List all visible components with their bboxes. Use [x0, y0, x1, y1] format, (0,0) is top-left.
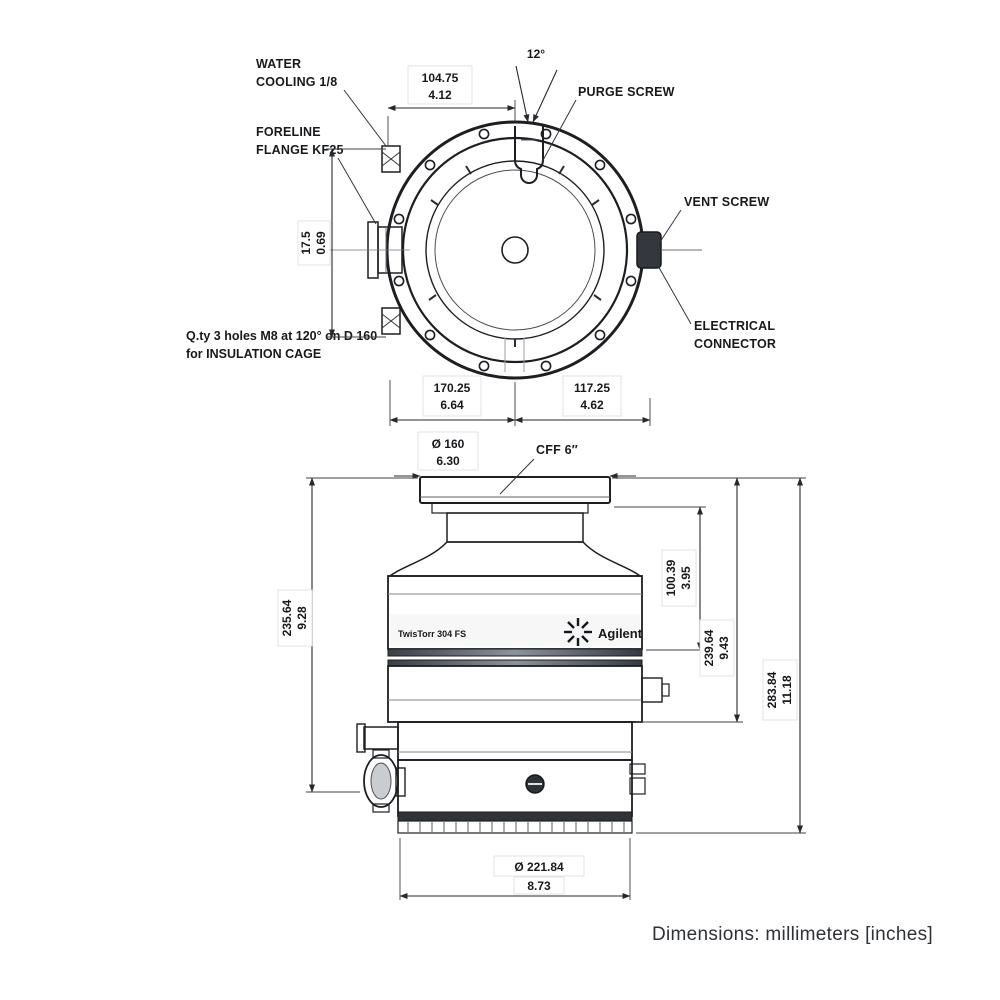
inlet-flange — [419, 476, 611, 504]
holes-note-1: Q.ty 3 holes M8 at 120° on D 160 — [186, 329, 377, 343]
clamp-bottom — [372, 803, 390, 813]
water-leader — [343, 89, 387, 147]
label-band — [390, 614, 640, 646]
side-port-cap — [356, 723, 366, 753]
purge-screw-shape — [514, 126, 544, 184]
shoulder-cone — [387, 541, 643, 577]
dim-flange-in: 6.30 — [436, 454, 460, 468]
dim-bottom-left-mm: 170.25 — [434, 381, 471, 395]
dim-left-mm: 17.5 — [299, 231, 313, 255]
electrical-label-2: CONNECTOR — [694, 337, 776, 351]
dim-right3-mm: 283.84 — [765, 671, 779, 708]
water-cooling-label-2: COOLING 1/8 — [256, 75, 337, 89]
dim-box — [562, 375, 622, 417]
water-cooling-label-1: WATER — [256, 57, 301, 71]
dim-side-left-mm: 235.64 — [280, 599, 294, 636]
base-bolt-right-1 — [629, 763, 646, 775]
water-cooling-fitting — [381, 145, 401, 173]
dim-top-in: 4.12 — [428, 88, 452, 102]
model-label: TwisTorr 304 FS — [398, 629, 466, 639]
side-port — [363, 726, 399, 750]
dim-right1-group: 100.39 3.95 — [661, 549, 697, 607]
base-bolt-right-2 — [629, 777, 646, 795]
neck — [446, 512, 584, 543]
foreline-flange-side — [363, 754, 399, 808]
electrical-label-1: ELECTRICAL — [694, 319, 775, 333]
flange-type-leader — [499, 458, 535, 495]
base-section — [397, 759, 633, 817]
foreline-bore — [370, 762, 392, 800]
dim-bottom-right-mm: 117.25 — [574, 381, 610, 395]
dim-right1-mm: 100.39 — [664, 559, 678, 596]
foreline-label-1: FORELINE — [256, 125, 321, 139]
flange-inner-ring — [401, 136, 629, 364]
angle-line-2 — [532, 69, 558, 123]
dim-box — [407, 65, 473, 105]
vent-screw-shape — [636, 231, 662, 269]
dim-left-in: 0.69 — [314, 231, 328, 255]
side-view: Agilent TwisTorr 304 FS — [277, 431, 806, 900]
bolt-holes — [393, 128, 637, 372]
screen-ticks — [428, 165, 602, 347]
dim-side-left-group: 235.64 9.28 — [277, 589, 313, 647]
angle-line-1 — [515, 65, 530, 123]
dim-base-in: 8.73 — [527, 879, 551, 893]
dim-right3-in: 11.18 — [780, 675, 794, 705]
body-lower — [397, 721, 633, 761]
dim-right2-group: 239.64 9.43 — [699, 619, 735, 677]
purge-leader — [541, 99, 577, 163]
electrical-leader — [656, 263, 692, 325]
electrical-connector-side — [641, 677, 663, 703]
rotor-center — [501, 236, 529, 264]
dim-box — [513, 876, 565, 895]
foreline-label-2: FLANGE KF25 — [256, 143, 344, 157]
dim-bottom-right-in: 4.62 — [580, 398, 604, 412]
foreline-leader — [337, 157, 377, 225]
dim-box — [422, 375, 482, 417]
dim-side-left-in: 9.28 — [295, 606, 309, 630]
holes-note-2: for INSULATION CAGE — [186, 347, 321, 361]
dim-flange-mm: Ø 160 — [432, 437, 465, 451]
clamp-top — [372, 749, 390, 759]
body-mid — [387, 665, 643, 723]
brand-wordmark: Agilent — [598, 626, 643, 641]
dim-right3-group: 283.84 11.18 — [762, 659, 798, 721]
serrations — [407, 822, 625, 832]
inlet-screen-circle — [434, 169, 596, 331]
units-caption: Dimensions: millimeters [inches] — [652, 924, 933, 945]
dim-box — [493, 855, 585, 877]
vent-screw-label: VENT SCREW — [684, 195, 769, 209]
foreline-stub-side — [395, 767, 406, 797]
dim-base-mm: Ø 221.84 — [514, 860, 564, 874]
flange-type-label: CFF 6″ — [536, 443, 578, 457]
lower-left-fitting — [381, 307, 401, 335]
bottom-dark-ring — [397, 811, 633, 822]
dim-right1-in: 3.95 — [679, 566, 693, 590]
flange-underside — [431, 502, 589, 514]
dim-box — [417, 431, 479, 471]
dim-top-mm: 104.75 — [422, 71, 459, 85]
dim-right2-mm: 239.64 — [702, 629, 716, 666]
dim-bottom-left-in: 6.64 — [440, 398, 464, 412]
dim-left-group: 17.5 0.69 — [297, 220, 331, 266]
angle-label: 12° — [527, 47, 545, 61]
top-view: 104.75 4.12 12° WATER COOLING 1/8 FORELI… — [186, 47, 776, 426]
dark-band-2 — [387, 659, 643, 667]
dim-right2-in: 9.43 — [717, 636, 731, 660]
dark-band-1 — [387, 648, 643, 657]
purge-screw-label: PURGE SCREW — [578, 85, 675, 99]
vent-leader — [659, 209, 682, 243]
agilent-logo — [564, 618, 592, 646]
bottom-serrated-ring — [397, 820, 633, 834]
connector-pin — [661, 683, 670, 697]
inlet-opening — [425, 160, 605, 340]
